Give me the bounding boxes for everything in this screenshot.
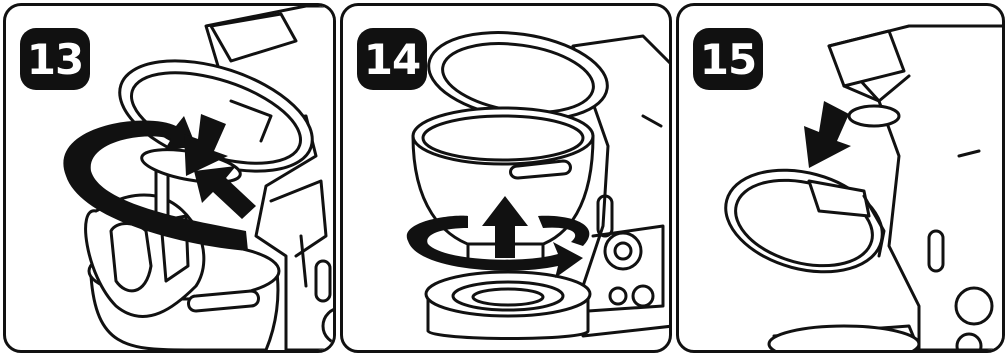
step-number-badge: 15 bbox=[693, 28, 763, 90]
step-panel-13: 13 bbox=[3, 3, 336, 353]
step-panel-15: 15 bbox=[676, 3, 1005, 353]
step-number-badge: 14 bbox=[357, 28, 427, 90]
step-panel-14: 14 bbox=[340, 3, 672, 353]
step-number-badge: 13 bbox=[20, 28, 90, 90]
